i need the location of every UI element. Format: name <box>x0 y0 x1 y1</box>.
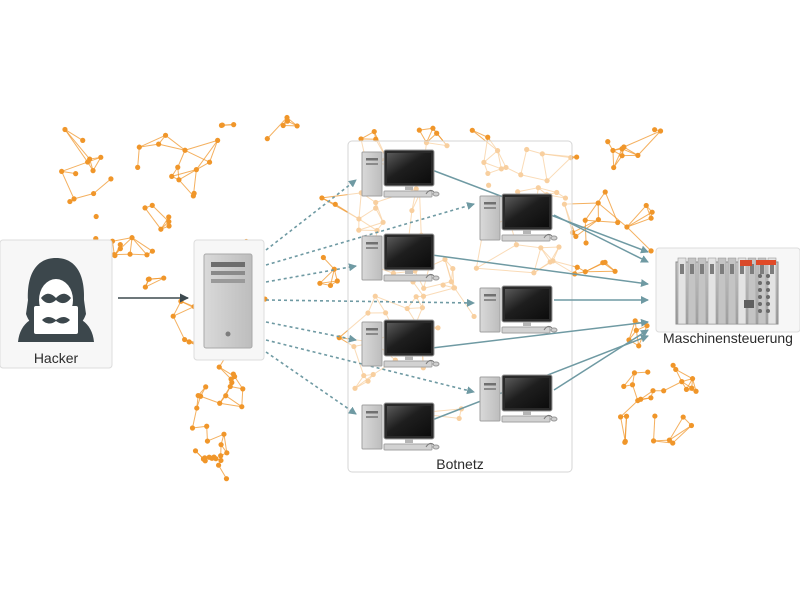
hacker-label: Hacker <box>33 350 79 366</box>
desktop-computer-icon <box>361 402 440 451</box>
desktop-computer-icon <box>361 149 440 198</box>
hacker-icon <box>18 258 94 342</box>
server-tower-icon <box>203 253 253 349</box>
botnet-computers <box>361 149 558 451</box>
desktop-computer-icon <box>361 233 440 282</box>
attack-arrows <box>118 169 649 421</box>
botnet-label: Botnetz <box>436 456 484 472</box>
desktop-computer-icon <box>479 285 558 334</box>
controller-label: Maschinensteuerung <box>663 330 793 346</box>
industrial-controller-icon <box>675 257 779 325</box>
desktop-computer-icon <box>479 193 558 242</box>
desktop-computer-icon <box>479 374 558 423</box>
desktop-computer-icon <box>361 319 440 368</box>
